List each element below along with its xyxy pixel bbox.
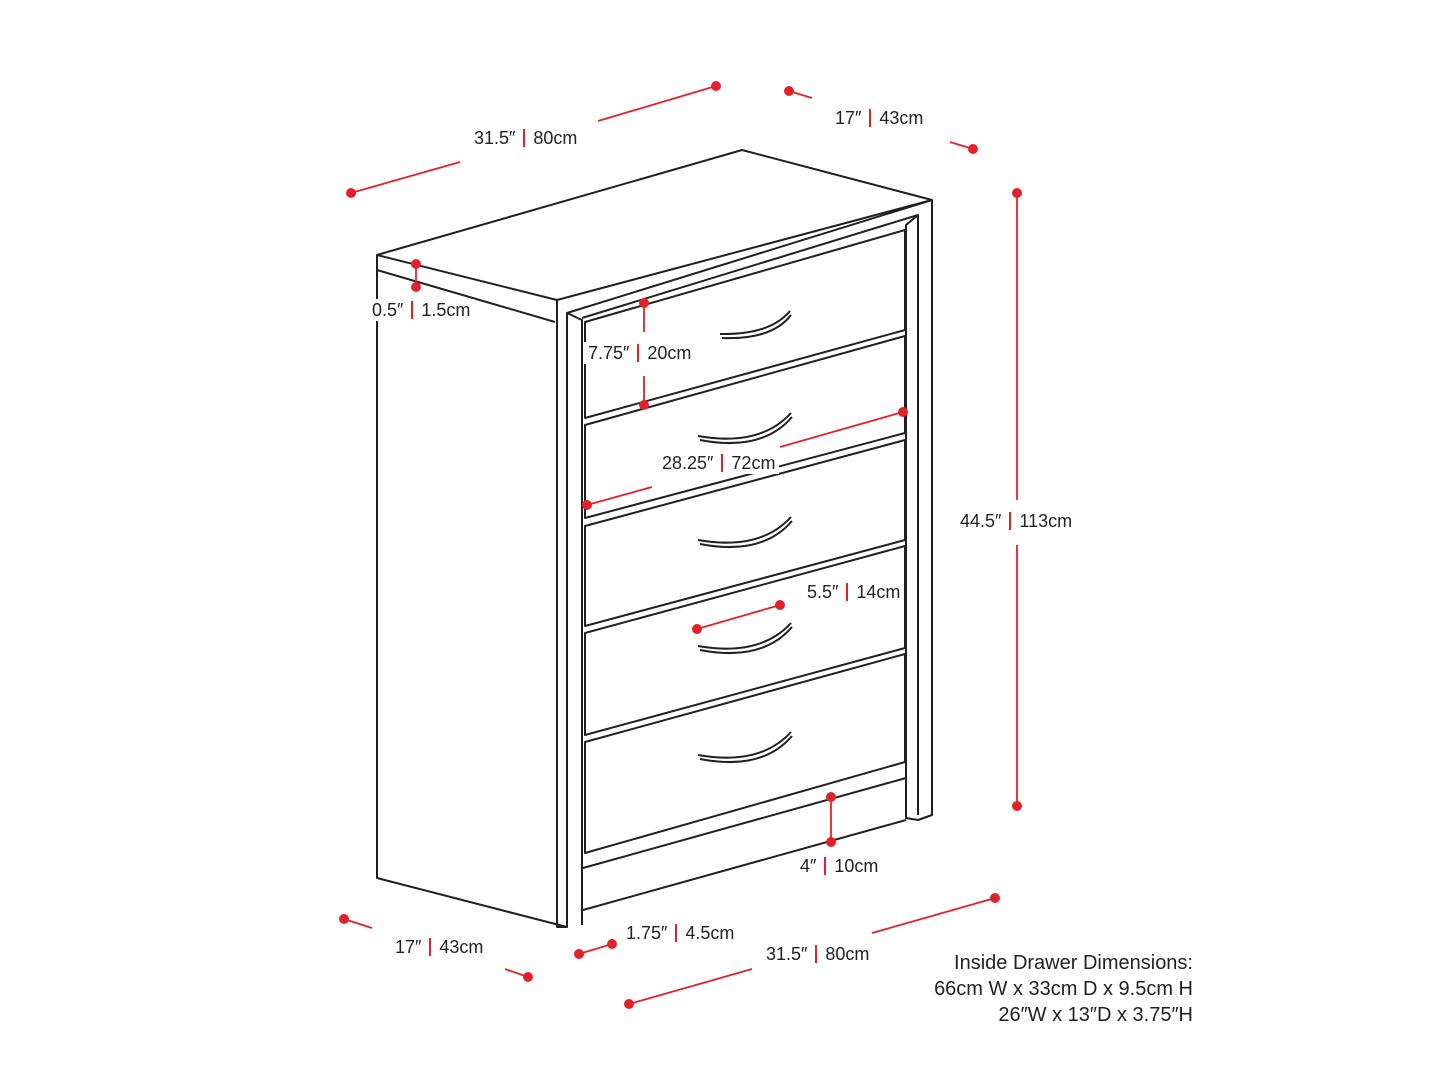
metric-value: 43cm: [439, 937, 484, 957]
imperial-value: 44.5″: [960, 511, 1002, 531]
separator: [675, 924, 678, 942]
inside-drawer-title: Inside Drawer Dimensions:: [954, 952, 1193, 974]
separator: [815, 945, 818, 963]
metric-value: 80cm: [533, 128, 578, 148]
dresser-outline: [376, 149, 933, 928]
base-height-label: 4″ 10cm: [796, 855, 883, 877]
imperial-value: 31.5″: [474, 128, 516, 148]
imperial-value: 31.5″: [766, 944, 808, 964]
metric-value: 10cm: [834, 856, 879, 876]
imperial-value: 1.75″: [626, 923, 668, 943]
metric-value: 4.5cm: [685, 923, 735, 943]
metric-value: 80cm: [825, 944, 870, 964]
inside-drawer-imperial: 26″W x 13″D x 3.75″H: [998, 1004, 1193, 1026]
top-width-label: 31.5″ 80cm: [470, 127, 582, 149]
separator: [1009, 512, 1012, 530]
inside-drawer-metric: 66cm W x 33cm D x 9.5cm H: [934, 978, 1193, 1000]
drawer-handles: [697, 310, 793, 764]
separator: [721, 454, 724, 472]
separator: [846, 583, 849, 601]
imperial-value: 4″: [800, 856, 817, 876]
separator: [429, 938, 432, 956]
dimension-lines: [339, 81, 1022, 1009]
total-height-label: 44.5″ 113cm: [956, 510, 1077, 532]
drawers: [584, 229, 906, 854]
separator: [869, 109, 872, 127]
bottom-depth-label: 17″ 43cm: [391, 936, 488, 958]
metric-value: 1.5cm: [421, 300, 471, 320]
drawer-4[interactable]: [584, 545, 906, 736]
separator: [824, 857, 827, 875]
handle-width-label: 5.5″ 14cm: [803, 581, 905, 603]
imperial-value: 5.5″: [807, 582, 839, 602]
metric-value: 113cm: [1019, 511, 1073, 531]
bottom-width-label: 31.5″ 80cm: [762, 943, 874, 965]
separator: [637, 344, 640, 362]
imperial-value: 28.25″: [662, 453, 714, 473]
imperial-value: 0.5″: [372, 300, 404, 320]
drawer-5[interactable]: [584, 653, 906, 854]
top-depth-label: 17″ 43cm: [831, 107, 928, 129]
metric-value: 14cm: [856, 582, 901, 602]
drawer-height-label: 7.75″ 20cm: [584, 342, 696, 364]
metric-value: 20cm: [647, 343, 692, 363]
top-thickness-label: 0.5″ 1.5cm: [368, 299, 475, 321]
imperial-value: 7.75″: [588, 343, 630, 363]
drawer-width-label: 28.25″ 72cm: [658, 452, 780, 474]
metric-value: 43cm: [879, 108, 924, 128]
separator: [411, 301, 414, 319]
metric-value: 72cm: [731, 453, 776, 473]
inside-drawer-dimensions: Inside Drawer Dimensions: 66cm W x 33cm …: [934, 950, 1193, 1028]
imperial-value: 17″: [395, 937, 422, 957]
frame-width-label: 1.75″ 4.5cm: [622, 922, 739, 944]
drawer-2[interactable]: [584, 335, 906, 519]
drawer-1[interactable]: [584, 229, 906, 419]
separator: [523, 129, 526, 147]
imperial-value: 17″: [835, 108, 862, 128]
drawer-3[interactable]: [584, 439, 906, 627]
